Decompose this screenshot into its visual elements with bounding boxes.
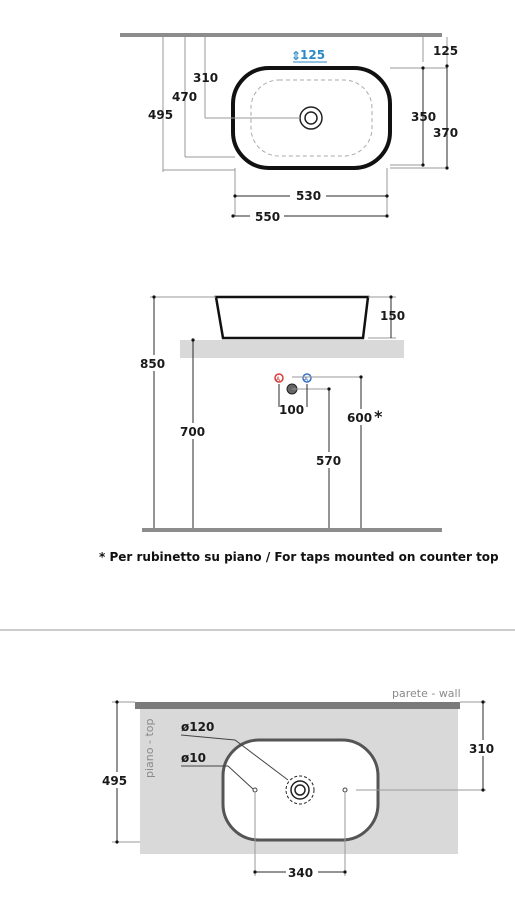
side-view-dim-150: 150 (380, 309, 405, 323)
install-view-dim-310: 310 (469, 742, 494, 756)
hole-120-label: ø120 (181, 720, 214, 734)
side-view-dim-600: 600* (347, 407, 383, 426)
svg-text:A: A (304, 376, 309, 383)
top-view-dim-370: 370 (433, 126, 458, 140)
top-view-dim-495: 495 (148, 108, 173, 122)
hot-tap-icon (274, 373, 284, 383)
top-view-dim-530: 530 (296, 189, 321, 203)
side-view: 850 700 150 A A 100 600* 570 (99, 295, 499, 564)
top-view-dim-125: 125 (433, 44, 458, 58)
wall-label: parete - wall (392, 687, 461, 700)
cold-tap-icon (302, 373, 312, 383)
install-view-dim-495: 495 (102, 774, 127, 788)
svg-text:⇕: ⇕ (291, 49, 301, 63)
top-view-dim-310: 310 (193, 71, 218, 85)
top-view: ⇕ 125 125 310 470 495 350 370 530 550 (120, 33, 458, 224)
side-view-floor (142, 528, 442, 532)
taps-footnote: * Per rubinetto su piano / For taps moun… (99, 550, 499, 564)
install-view: parete - wall piano - top ø120 ø10 495 3… (100, 687, 498, 880)
side-view-basin (214, 295, 370, 340)
install-view-dim-340: 340 (288, 866, 313, 880)
svg-text:A: A (276, 376, 281, 383)
side-view-dim-100: 100 (279, 403, 304, 417)
hole-10-label: ø10 (181, 751, 206, 765)
top-view-dim-550: 550 (255, 210, 280, 224)
top-view-wall (120, 33, 442, 37)
counter-label: piano - top (143, 719, 156, 778)
side-view-dim-700: 700 (180, 425, 205, 439)
install-view-wall (135, 702, 460, 709)
top-view-basin-bowl (250, 79, 373, 157)
top-view-dim-350: 350 (411, 110, 436, 124)
side-view-dim-570: 570 (316, 454, 341, 468)
side-view-dim-850: 850 (140, 357, 165, 371)
side-view-counter (180, 340, 404, 358)
top-view-overflow-dim: 125 (300, 48, 325, 62)
top-view-dim-470: 470 (172, 90, 197, 104)
